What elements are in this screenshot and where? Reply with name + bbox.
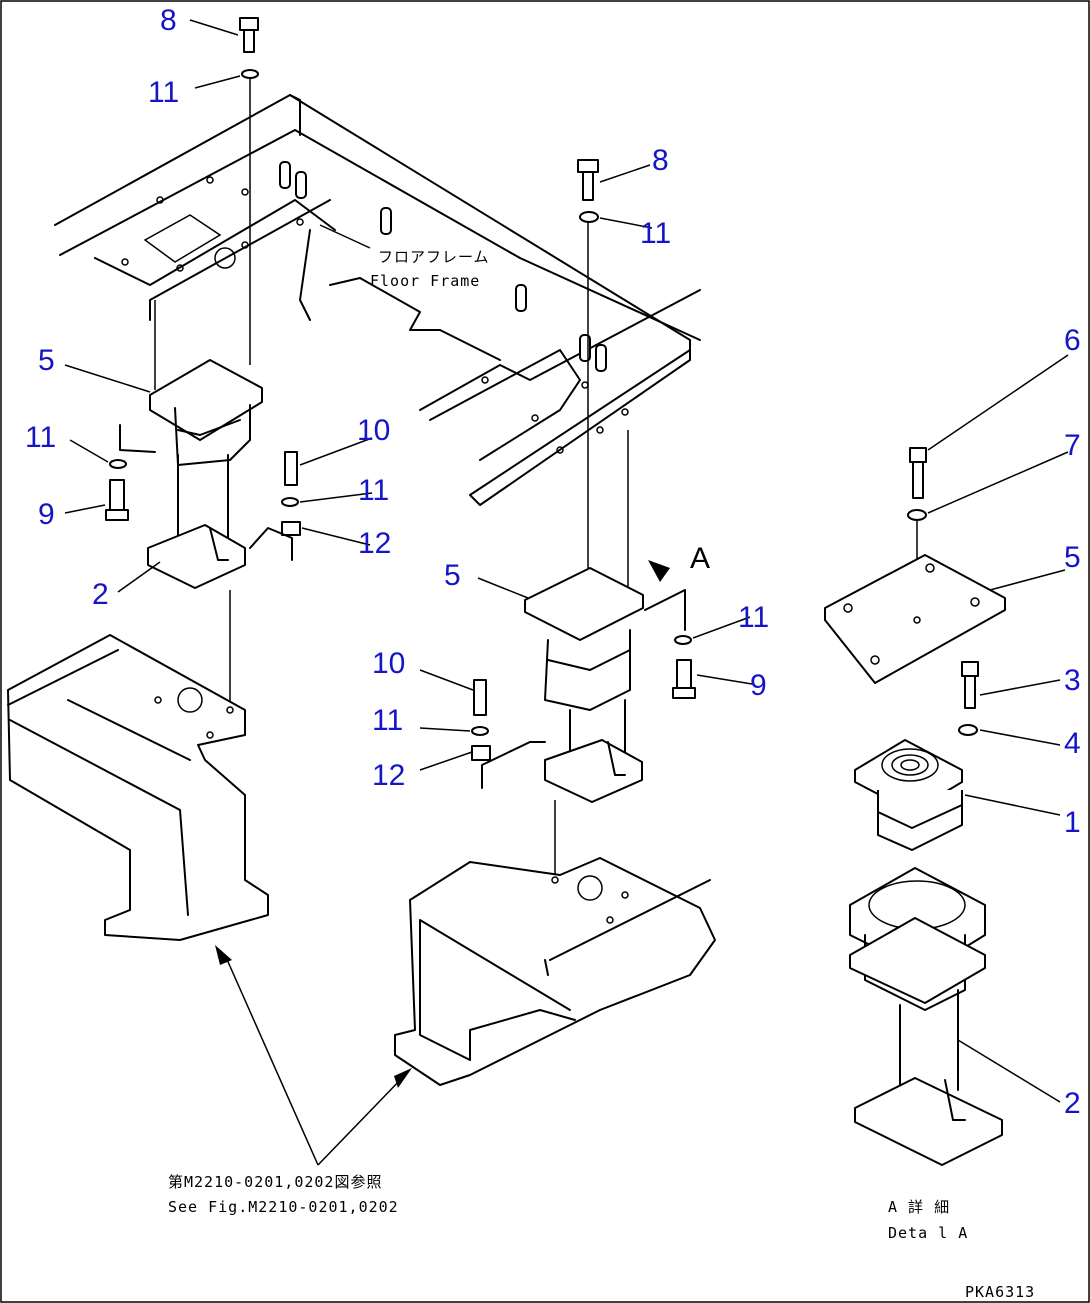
callout-4: 4	[1064, 727, 1081, 760]
floor-frame-label-jp: フロアフレーム	[378, 248, 490, 266]
detail-title-en: Deta l A	[888, 1224, 968, 1242]
callout-5: 5	[444, 559, 461, 592]
callout-8: 8	[160, 4, 177, 37]
callout-9: 9	[38, 498, 55, 531]
reference-note-en: See Fig.M2210-0201,0202	[168, 1198, 399, 1216]
reference-leaders	[215, 945, 412, 1166]
callout-11: 11	[640, 217, 671, 250]
callout-12: 12	[372, 759, 405, 792]
callout-6: 6	[1064, 324, 1081, 357]
callout-11: 11	[25, 421, 56, 454]
leader-lines	[64, 19, 1069, 1103]
callout-5: 5	[1064, 541, 1081, 574]
reference-note-jp: 第M2210-0201,0202図参照	[168, 1173, 382, 1191]
callout-8: 8	[652, 144, 669, 177]
callout-11: 11	[148, 76, 179, 109]
callout-9: 9	[750, 669, 767, 702]
floor-frame-label-en: Floor Frame	[370, 272, 480, 290]
detail-a-assembly	[824, 447, 1006, 1166]
callout-12: 12	[358, 527, 391, 560]
callout-11: 11	[738, 601, 769, 634]
view-arrow-a	[648, 560, 670, 582]
callout-5: 5	[38, 344, 55, 377]
left-mount	[7, 17, 301, 941]
callout-1: 1	[1064, 806, 1081, 839]
callout-7: 7	[1064, 429, 1081, 462]
callout-11: 11	[358, 474, 389, 507]
center-mount	[394, 159, 716, 1086]
callout-10: 10	[372, 647, 405, 680]
detail-title-jp: A 詳 細	[888, 1198, 950, 1216]
callout-2: 2	[1064, 1087, 1081, 1120]
callout-10: 10	[357, 414, 390, 447]
floor-frame	[54, 94, 701, 506]
callout-2: 2	[92, 578, 109, 611]
drawing-code: PKA6313	[965, 1283, 1035, 1301]
callout-3: 3	[1064, 664, 1081, 697]
callout-11: 11	[372, 704, 403, 737]
detail-marker-a: A	[690, 542, 710, 575]
